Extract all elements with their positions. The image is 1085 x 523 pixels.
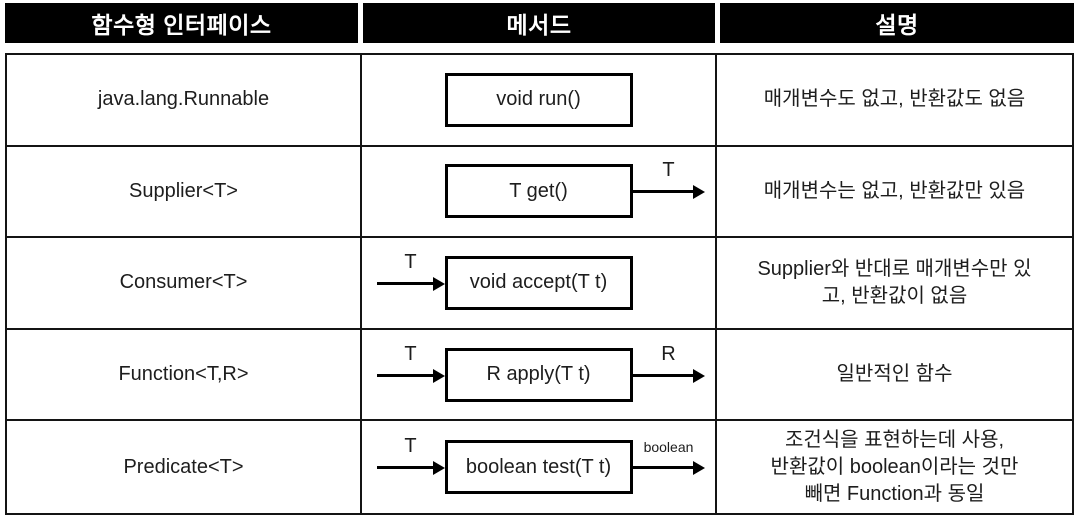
method-box: boolean test(T t) bbox=[444, 440, 633, 495]
output-arrow: T bbox=[632, 151, 705, 200]
description-cell: Supplier와 반대로 매개변수만 있 고, 반환값이 없음 bbox=[757, 257, 1032, 307]
arrow-right-icon bbox=[692, 461, 705, 476]
arrow-shaft bbox=[632, 373, 695, 377]
input-type-label: T bbox=[404, 250, 417, 273]
interface-cell: Consumer<T> bbox=[7, 238, 362, 328]
method-cell: T boolean test(T t) boolean bbox=[362, 421, 717, 513]
table-row-supplier: Supplier<T> T get() T 매개변수는 없고, 반환값만 있음 bbox=[7, 146, 1072, 239]
table-row-predicate: Predicate<T> T boolean test(T t) boolean… bbox=[7, 421, 1072, 513]
description-cell: 매개변수도 없고, 반환값도 없음 bbox=[763, 88, 1026, 111]
input-arrow: T bbox=[376, 243, 445, 291]
arrow-right-icon bbox=[432, 368, 445, 383]
table-header: 함수형 인터페이스 메서드 설명 bbox=[5, 3, 1074, 43]
arrow-shaft bbox=[632, 466, 695, 470]
arrow-shaft bbox=[376, 281, 435, 285]
header-cell-description: 설명 bbox=[720, 3, 1074, 43]
output-type-label: boolean bbox=[643, 439, 694, 456]
output-type-label: T bbox=[662, 159, 675, 182]
method-box: T get() bbox=[444, 164, 633, 219]
arrow-right-icon bbox=[432, 461, 445, 476]
arrow-shaft bbox=[376, 373, 435, 377]
method-cell: T get() T bbox=[362, 146, 717, 237]
table-row-function: Function<T,R> T R apply(T t) R 일반적인 함수 bbox=[7, 329, 1072, 422]
table-body: java.lang.Runnable void run() 매개변수도 없고, … bbox=[5, 53, 1074, 515]
input-type-label: T bbox=[404, 435, 417, 458]
input-arrow: T bbox=[376, 427, 445, 476]
output-arrow: boolean bbox=[632, 427, 705, 476]
header-cell-method: 메서드 bbox=[363, 3, 715, 43]
method-box: R apply(T t) bbox=[444, 347, 633, 402]
method-box: void run() bbox=[444, 72, 633, 127]
arrow-right-icon bbox=[432, 276, 445, 291]
interface-cell: Function<T,R> bbox=[7, 329, 362, 420]
description-cell: 조건식을 표현하는데 사용, 반환값이 boolean이라는 것만 빼면 Fun… bbox=[770, 428, 1019, 505]
method-cell: T void accept(T t) bbox=[362, 238, 717, 328]
output-arrow: R bbox=[632, 335, 705, 383]
interface-cell: Predicate<T> bbox=[7, 421, 362, 513]
description-cell: 매개변수는 없고, 반환값만 있음 bbox=[763, 179, 1026, 202]
interface-cell: Supplier<T> bbox=[7, 146, 362, 237]
table-row-runnable: java.lang.Runnable void run() 매개변수도 없고, … bbox=[7, 55, 1072, 147]
arrow-shaft bbox=[376, 466, 435, 470]
method-cell: void run() bbox=[362, 55, 717, 145]
output-type-label: R bbox=[661, 342, 676, 365]
method-box: void accept(T t) bbox=[444, 255, 633, 310]
method-cell: T R apply(T t) R bbox=[362, 329, 717, 420]
arrow-right-icon bbox=[692, 368, 705, 383]
header-cell-interface: 함수형 인터페이스 bbox=[5, 3, 358, 43]
interface-cell: java.lang.Runnable bbox=[7, 55, 362, 145]
arrow-shaft bbox=[632, 190, 695, 194]
input-type-label: T bbox=[404, 342, 417, 365]
description-cell: 일반적인 함수 bbox=[836, 363, 953, 386]
table-row-consumer: Consumer<T> T void accept(T t) Supplier와… bbox=[7, 238, 1072, 330]
arrow-right-icon bbox=[692, 185, 705, 200]
input-arrow: T bbox=[376, 335, 445, 383]
